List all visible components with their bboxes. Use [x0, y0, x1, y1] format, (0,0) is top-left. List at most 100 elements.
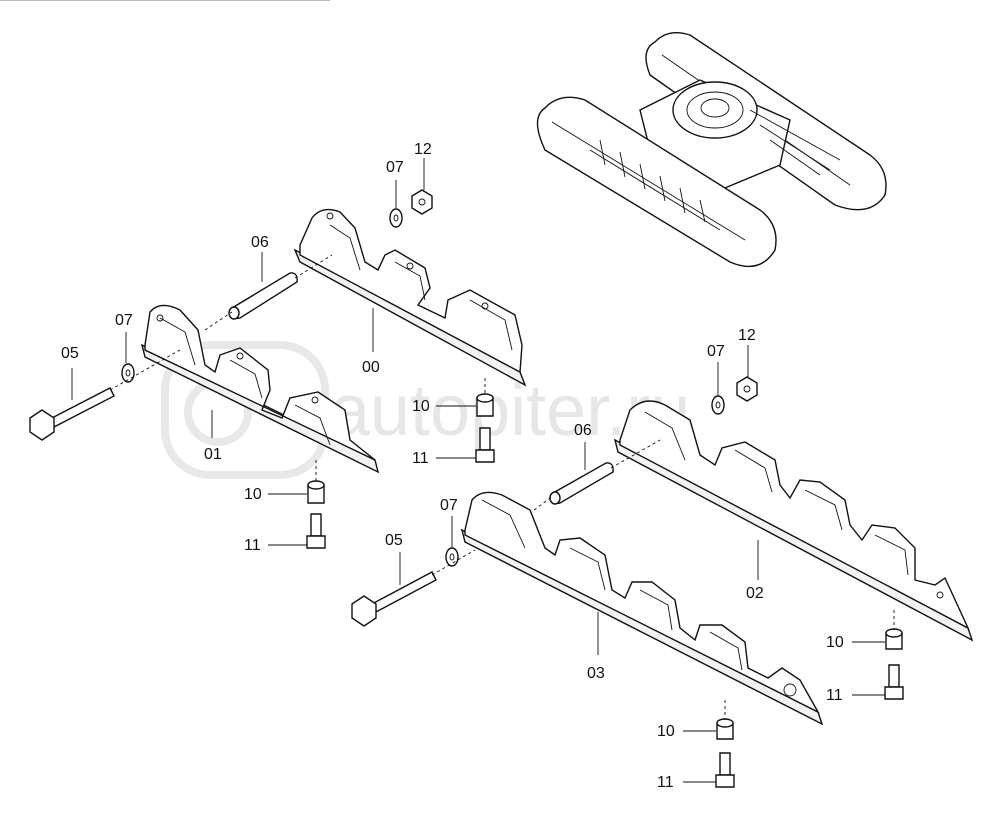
bolt-11-d-head [715, 774, 735, 788]
label-05-right: 05 [385, 532, 403, 549]
guard-01-hole-3 [311, 396, 319, 404]
guard-02-body [619, 400, 970, 630]
guard-01-body [144, 304, 376, 461]
label-10-b: 10 [244, 486, 262, 503]
guard-01-brackets [159, 317, 331, 446]
front-track-rollers [589, 149, 721, 231]
label-11-a: 11 [412, 450, 429, 467]
top-divider [0, 0, 330, 1]
label-07-b: 07 [115, 312, 133, 329]
guard-01-hole-2 [236, 352, 244, 360]
label-10-d: 10 [657, 723, 675, 740]
leader-lines [71, 158, 885, 783]
nut-12-upper [411, 189, 433, 215]
spacer-10-b [307, 480, 325, 504]
bolt-11-d-shank [719, 752, 731, 776]
part-labels: 00 01 02 03 05 05 06 06 07 07 07 07 10 1… [61, 141, 844, 791]
spacer-10-c-top [885, 628, 903, 638]
guard-03-hole-end [783, 683, 797, 697]
pin-06-lower-body [550, 462, 614, 504]
washer-07-a-hole [393, 214, 399, 222]
label-01: 01 [204, 446, 222, 463]
washer-07-b-hole [125, 369, 131, 377]
washer-07-c-ring [711, 395, 725, 415]
label-05-left: 05 [61, 345, 79, 362]
label-06-lower: 06 [574, 422, 592, 439]
track-guard-02 [613, 400, 974, 642]
label-03: 03 [587, 665, 605, 682]
label-02: 02 [746, 585, 764, 602]
nut-12-upper-body [411, 189, 433, 215]
swing-bearing [672, 81, 758, 139]
track-guard-01 [140, 304, 380, 474]
bolt-11-b-head [306, 535, 326, 549]
spacer-10-d [716, 718, 734, 740]
bolt-11-a-head [475, 449, 495, 463]
washer-07-c-hole [715, 401, 721, 409]
label-07-c: 07 [707, 343, 725, 360]
washer-07-d [445, 547, 459, 567]
assembly-guides [109, 254, 895, 720]
front-track-links [599, 139, 706, 223]
guard-00-hole-1 [326, 212, 334, 220]
rear-track-links [749, 109, 841, 176]
swing-bearing-inner [686, 91, 744, 129]
label-11-c: 11 [826, 687, 843, 704]
guide-bolt-right [431, 549, 476, 576]
bolt-11-a-shank [479, 427, 491, 451]
bolt-05-right-shank [369, 571, 437, 614]
pin-06-lower-end [549, 491, 561, 505]
washer-07-a-ring [389, 208, 403, 228]
label-00: 00 [362, 359, 380, 376]
guide-pin-lower [533, 439, 661, 511]
bolt-05-left-shank [47, 387, 115, 429]
bolt-05-right-head [351, 595, 377, 627]
bolt-05-right [351, 571, 437, 627]
spacer-10-d-top [716, 718, 734, 728]
guide-pin-upper [204, 254, 333, 331]
spacer-10-a-top [476, 393, 494, 403]
label-06-upper: 06 [251, 234, 269, 251]
label-10-a: 10 [412, 398, 430, 415]
guard-01-hole-1 [156, 314, 164, 322]
guide-spacers [315, 378, 895, 720]
bolt-11-c-shank [888, 664, 900, 688]
spacer-10-a [476, 393, 494, 417]
guard-02-brackets [644, 411, 909, 576]
bolt-05-left [29, 387, 115, 441]
undercarriage-overview [536, 32, 887, 268]
label-11-d: 11 [657, 774, 674, 791]
spacer-10-c [885, 628, 903, 650]
washer-07-a [389, 208, 403, 228]
track-guard-03 [460, 491, 824, 726]
label-12-lower: 12 [738, 327, 756, 344]
bolt-05-left-head [29, 409, 55, 441]
pin-06-upper-body [230, 272, 298, 319]
nut-12-lower [736, 376, 758, 402]
label-07-d: 07 [440, 497, 458, 514]
guard-00-body [299, 208, 523, 374]
guard-02-hole-end [936, 591, 944, 599]
spacer-10-b-top [307, 480, 325, 490]
front-track [536, 96, 777, 268]
bolt-11-c-head [884, 686, 904, 700]
nut-12-lower-hole [743, 385, 751, 393]
bolt-11-b-shank [310, 513, 322, 537]
label-07-a: 07 [386, 159, 404, 176]
track-guard-00 [293, 208, 527, 387]
front-track-edge [551, 121, 746, 241]
guard-03-brackets [481, 499, 743, 671]
pin-06-upper-end [228, 306, 240, 320]
nut-12-lower-body [736, 376, 758, 402]
washer-07-d-ring [445, 547, 459, 567]
guard-00-hole-2 [406, 262, 414, 270]
guide-bolt-left [109, 349, 181, 391]
pin-06-lower [549, 462, 614, 505]
label-12-upper: 12 [414, 141, 432, 158]
washer-07-c [711, 395, 725, 415]
bolt-11-b [306, 513, 326, 549]
guard-00-hole-3 [481, 302, 489, 310]
guard-03-body [464, 491, 820, 714]
